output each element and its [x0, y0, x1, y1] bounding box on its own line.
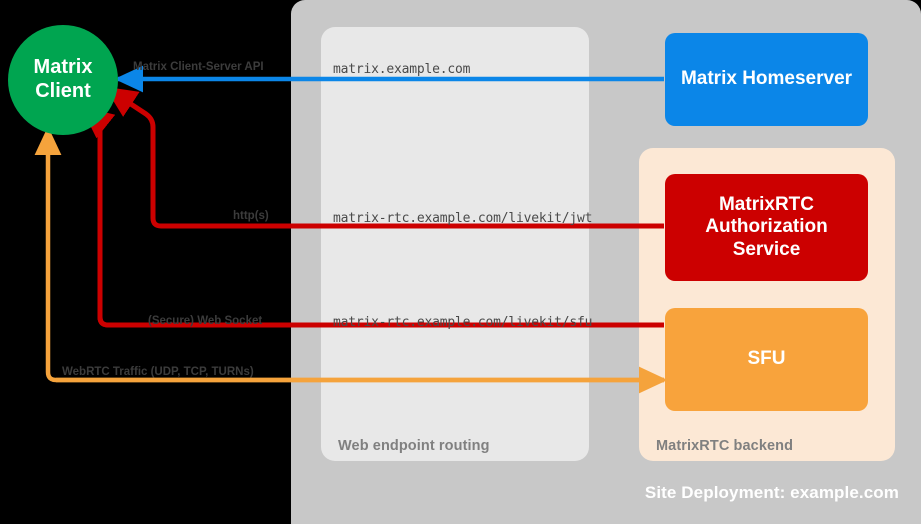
node-sfu-label: SFU — [747, 348, 786, 370]
auth-line-2: Authorization — [705, 216, 828, 238]
client-line-2: Client — [35, 80, 91, 102]
url-matrix-example-com: matrix.example.com — [333, 62, 471, 77]
panel-web-endpoint-routing — [321, 27, 589, 461]
panel-label-web-endpoint-routing: Web endpoint routing — [338, 438, 490, 454]
node-sfu[interactable]: SFU — [665, 308, 868, 411]
node-auth-label: MatrixRTC Authorization Service — [705, 194, 827, 261]
panel-label-matrixrtc-backend: MatrixRTC backend — [656, 438, 794, 454]
node-matrix-homeserver[interactable]: Matrix Homeserver — [665, 33, 868, 126]
node-matrixrtc-authorization-service[interactable]: MatrixRTC Authorization Service — [665, 174, 868, 281]
edge-label-web-socket: (Secure) Web Socket — [148, 315, 263, 327]
auth-line-1: MatrixRTC — [718, 193, 814, 215]
node-matrix-homeserver-label: Matrix Homeserver — [680, 68, 853, 90]
node-matrix-client-label: Matrix Client — [34, 56, 93, 103]
edge-label-webrtc-traffic: WebRTC Traffic (UDP, TCP, TURNs) — [62, 366, 254, 378]
auth-line-3: Service — [732, 238, 801, 260]
url-livekit-sfu: matrix-rtc.example.com/livekit/sfu — [333, 315, 593, 330]
panel-label-site-deployment: Site Deployment: example.com — [644, 483, 899, 502]
edge-label-matrix-client-server-api: Matrix Client-Server API — [133, 61, 264, 73]
node-matrix-client[interactable]: Matrix Client — [8, 25, 118, 135]
url-livekit-jwt: matrix-rtc.example.com/livekit/jwt — [333, 211, 593, 226]
client-line-1: Matrix — [33, 56, 93, 79]
edge-label-http: http(s) — [233, 210, 269, 222]
